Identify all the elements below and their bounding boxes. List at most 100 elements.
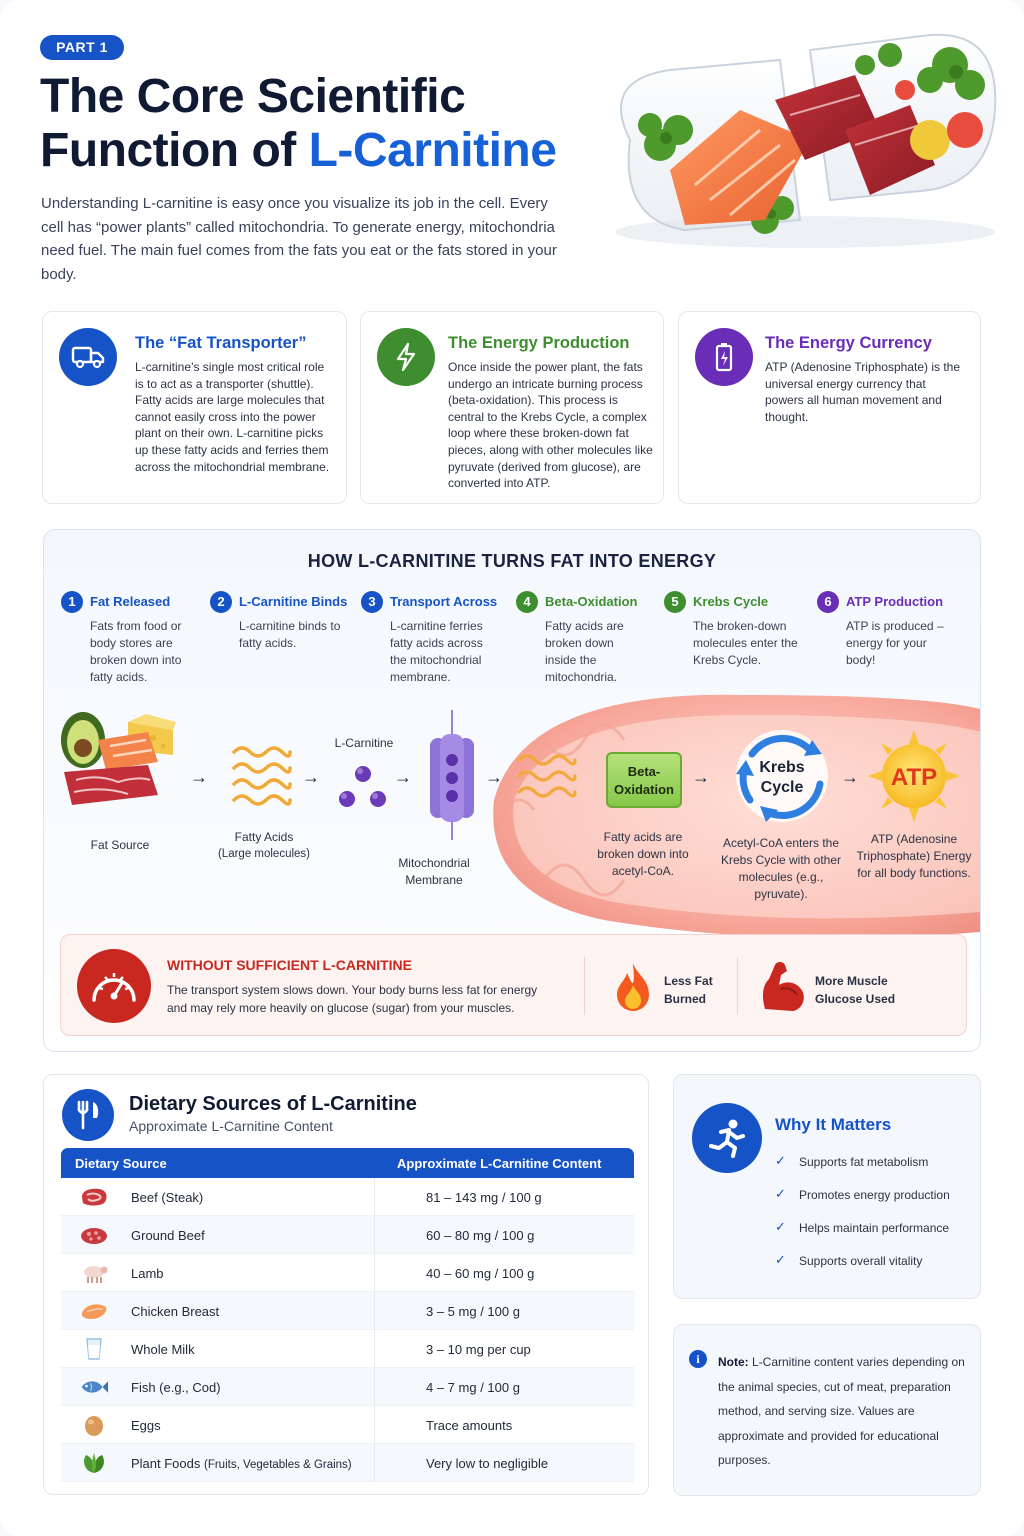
card-fat-transporter: The “Fat Transporter” L-carnitine’s sing…	[42, 311, 347, 504]
step-desc: L-carnitine binds to fatty acids.	[239, 619, 341, 650]
check-icon: ✓	[775, 1219, 786, 1234]
membrane-line-1: Mitochondrial	[398, 856, 470, 870]
card-text: Once inside the power plant, the fats un…	[448, 360, 653, 491]
stat-line-2: Glucose Used	[815, 992, 896, 1006]
atp-caption: ATP (Adenosine Triphosphate) Energy for …	[856, 832, 972, 880]
diet-subtitle: Approximate L-Carnitine Content	[129, 1118, 333, 1134]
check-icon: ✓	[775, 1153, 786, 1168]
source-name: Beef (Steak)	[131, 1190, 203, 1205]
flow-arrow: →	[692, 767, 710, 787]
krebs-line-2: Cycle	[760, 779, 804, 796]
title-prefix: Function of	[40, 124, 309, 177]
fatty-acids-sub: (Large molecules)	[217, 848, 311, 860]
info-icon: i	[689, 1350, 707, 1368]
column-divider	[374, 1406, 375, 1444]
source-name: Lamb	[131, 1266, 164, 1281]
column-divider	[374, 1178, 375, 1216]
content-value: 3 – 10 mg per cup	[426, 1342, 531, 1357]
check-icon: ✓	[775, 1186, 786, 1201]
capsule-food-illustration	[615, 33, 997, 248]
fish-icon	[79, 1376, 109, 1398]
fatty-acids-inside-icon	[517, 754, 577, 798]
atp-text: ATP	[890, 764, 938, 791]
chicken-icon	[79, 1300, 109, 1322]
card-title: The “Fat Transporter”	[135, 334, 307, 352]
table-row: Whole Milk 3 – 10 mg per cup	[61, 1330, 634, 1368]
ground-beef-icon	[79, 1224, 109, 1246]
card-title: The Energy Production	[448, 334, 630, 352]
title-line-2: Function of L-Carnitine	[40, 124, 557, 178]
process-title: HOW L-CARNITINE TURNS FAT INTO ENERGY	[307, 551, 717, 571]
stat-less-fat: Less Fat Burned	[664, 972, 713, 1008]
note-text: Note: L-Carnitine content varies dependi…	[718, 1350, 970, 1473]
warning-panel: WITHOUT SUFFICIENT L-CARNITINE The trans…	[60, 934, 967, 1036]
source-name: Whole Milk	[131, 1342, 195, 1357]
column-divider	[374, 1444, 375, 1482]
step-label: L-Carnitine Binds	[239, 594, 348, 609]
column-divider	[374, 1368, 375, 1406]
table-row: Beef (Steak)81 – 143 mg / 100 g	[61, 1178, 634, 1216]
title-accent: L-Carnitine	[308, 124, 557, 177]
krebs-cycle-icon	[736, 730, 828, 822]
sources-table: Dietary Source Approximate L-Carnitine C…	[61, 1148, 634, 1482]
step-label: ATP Production	[846, 594, 944, 609]
why-it-matters-panel: Why It Matters ✓Supports fat metabolism …	[673, 1074, 981, 1299]
diet-title: Dietary Sources of L-Carnitine	[129, 1093, 417, 1115]
flow-arrow: →	[485, 767, 503, 787]
flow-arrow: →	[302, 767, 320, 787]
why-item-text: Supports fat metabolism	[799, 1155, 929, 1169]
table-header: Dietary Source Approximate L-Carnitine C…	[61, 1148, 634, 1178]
source-name: Plant Foods (Fruits, Vegetables & Grains…	[131, 1456, 352, 1471]
membrane-label: Mitochondrial Membrane	[384, 855, 484, 889]
part-badge: PART 1	[40, 35, 124, 60]
stat-line-1: Less Fat	[664, 974, 713, 988]
step-desc: Fats from food or body stores are broken…	[90, 619, 182, 684]
why-item: ✓Promotes energy production	[775, 1186, 950, 1220]
table-row: Fish (e.g., Cod)4 – 7 mg / 100 g	[61, 1368, 634, 1406]
col-header-content: Approximate L-Carnitine Content	[397, 1156, 602, 1171]
fatty-acids-label: Fatty Acids (Large molecules)	[204, 829, 324, 863]
why-title: Why It Matters	[775, 1115, 892, 1134]
flame-icon	[617, 963, 649, 1011]
source-main: Plant Foods	[131, 1456, 201, 1471]
page-title: The Core Scientific Function of L-Carnit…	[40, 70, 557, 178]
column-divider	[374, 1330, 375, 1368]
running-person-icon	[692, 1103, 762, 1173]
krebs-caption: Acetyl-CoA enters the Krebs Cycle with o…	[720, 836, 842, 901]
beta-oxidation-caption: Fatty acids are broken down into acetyl-…	[597, 830, 689, 878]
dietary-sources-panel: Dietary Sources of L-Carnitine Approxima…	[43, 1074, 649, 1495]
note-body: L-Carnitine content varies depending on …	[718, 1355, 965, 1467]
fatty-acids-icon	[232, 746, 292, 806]
step-desc: ATP is produced – energy for your body!	[846, 619, 944, 667]
card-text: L-carnitine’s single most critical role …	[135, 360, 330, 474]
atp-sun-icon	[868, 730, 960, 822]
content-value: Trace amounts	[426, 1418, 513, 1433]
card-title: The Energy Currency	[765, 334, 932, 352]
step-desc: The broken-down molecules enter the Kreb…	[693, 619, 798, 667]
col-header-source: Dietary Source	[75, 1156, 167, 1171]
lcarnitine-molecule-icon	[339, 766, 386, 807]
card-energy-currency: The Energy Currency ATP (Adenosine Triph…	[678, 311, 981, 504]
egg-icon	[79, 1414, 109, 1436]
content-value: Very low to negligible	[426, 1456, 549, 1471]
flexed-arm-icon	[762, 962, 804, 1011]
source-detail: (Fruits, Vegetables & Grains)	[204, 1459, 352, 1471]
fat-source-food-illustration	[61, 712, 176, 805]
divider	[584, 957, 585, 1015]
table-row: Plant Foods (Fruits, Vegetables & Grains…	[61, 1444, 634, 1482]
speedometer-icon	[77, 949, 151, 1023]
title-line-1: The Core Scientific	[40, 70, 466, 123]
stat-line-2: Burned	[664, 992, 706, 1006]
note-label: Note:	[718, 1355, 749, 1369]
column-divider	[374, 1254, 375, 1292]
step-number: 3	[361, 591, 383, 613]
source-main: Beef (Steak)	[131, 1190, 204, 1205]
why-item: ✓Helps maintain performance	[775, 1219, 950, 1253]
step-number: 4	[516, 591, 538, 613]
fatty-acids-title: Fatty Acids	[234, 830, 294, 844]
